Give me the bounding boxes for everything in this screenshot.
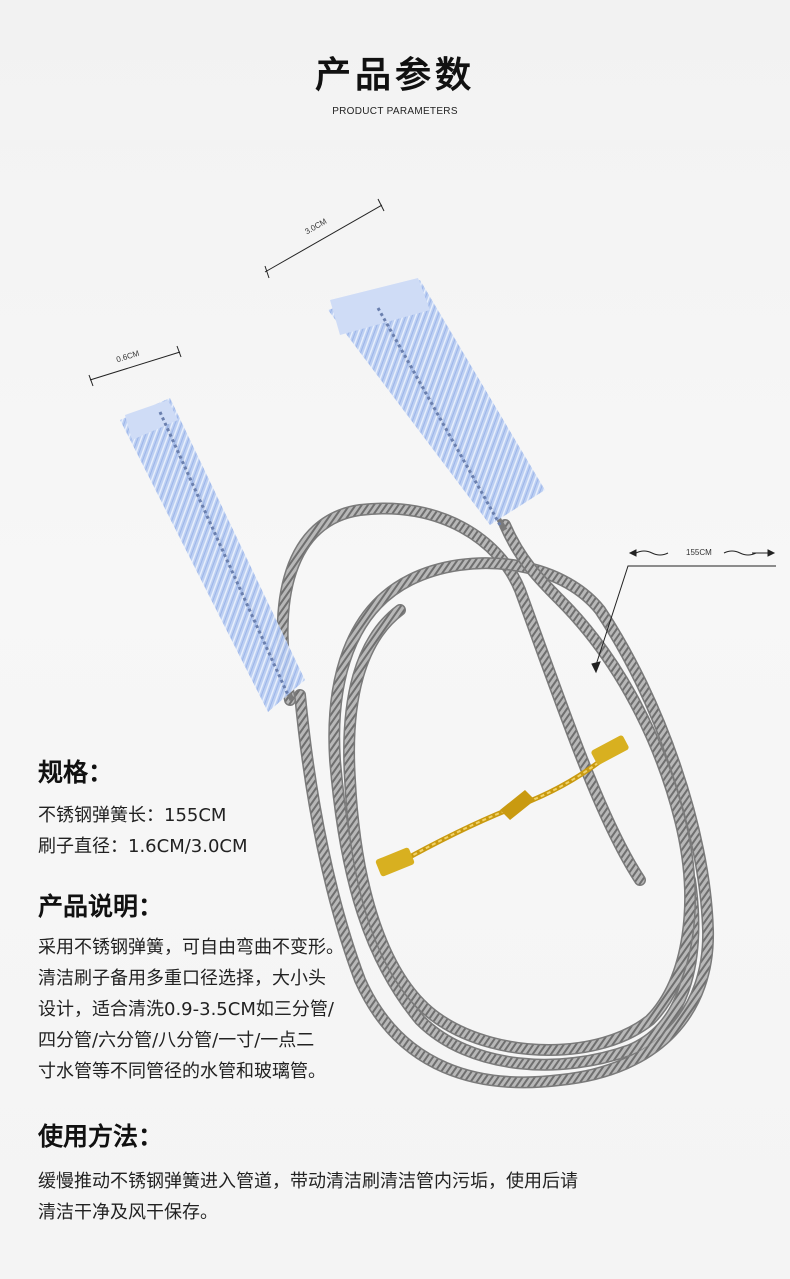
usage-title: 使用方法： [38,1122,164,1151]
dimension-lines [88,198,776,674]
description-section: 产品说明： 采用不锈钢弹簧，可自由弯曲不变形。 清洁刷子备用多重口径选择，大小头… [38,890,344,1087]
page-header: 产品参数 PRODUCT PARAMETERS [0,52,790,117]
spec-line: 不锈钢弹簧长：155CM [38,805,227,826]
page-subtitle: PRODUCT PARAMETERS [332,106,458,117]
description-line: 设计，适合清洗0.9-3.5CM如三分管/ [38,999,334,1020]
specs-title: 规格： [38,758,114,787]
large-brush [328,278,545,532]
small-brush [120,398,305,712]
twist-tie [375,735,629,877]
description-line: 寸水管等不同管径的水管和玻璃管。 [38,1061,326,1082]
page-title: 产品参数 [314,55,475,96]
description-title: 产品说明： [38,892,164,921]
spec-line: 刷子直径：1.6CM/3.0CM [38,836,248,857]
usage-line: 缓慢推动不锈钢弹簧进入管道，带动清洁刷清洁管内污垢，使用后请 [38,1171,578,1192]
usage-line: 清洁干净及风干保存。 [38,1202,218,1223]
usage-section: 使用方法： 缓慢推动不锈钢弹簧进入管道，带动清洁刷清洁管内污垢，使用后请 清洁干… [38,1120,578,1228]
description-line: 采用不锈钢弹簧，可自由弯曲不变形。 [38,937,344,958]
specs-section: 规格： 不锈钢弹簧长：155CM 刷子直径：1.6CM/3.0CM [38,756,248,862]
spring-coil [276,502,715,1089]
description-line: 四分管/六分管/八分管/一寸/一点二 [38,1030,315,1051]
description-line: 清洁刷子备用多重口径选择，大小头 [38,968,326,989]
spring-length-dimension: 155CM [686,548,712,557]
